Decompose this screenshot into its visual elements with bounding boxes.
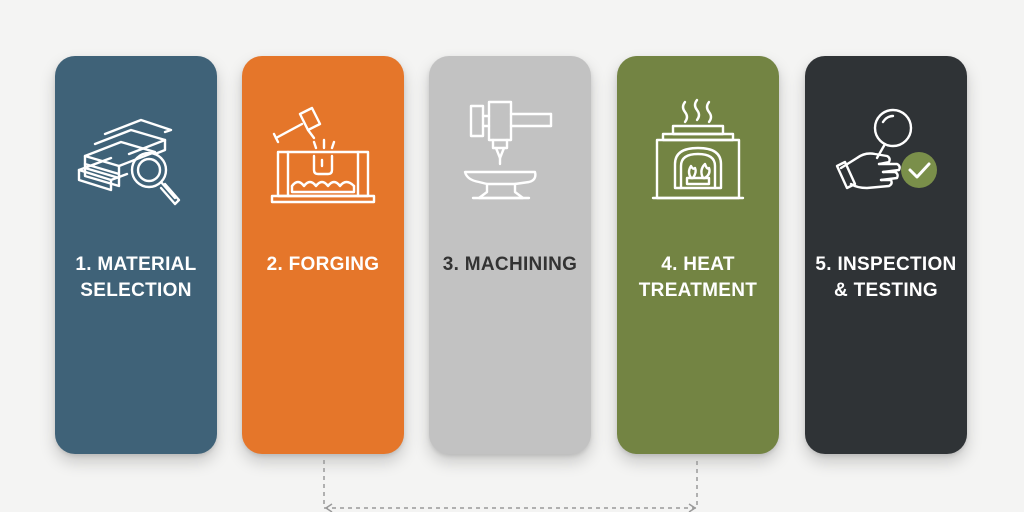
- forging-hammer-press-icon: [258, 94, 388, 214]
- step-card-material-selection: 1. MATERIAL SELECTION: [55, 56, 217, 454]
- step-label: 3. MACHINING: [429, 252, 591, 278]
- step-label: 2. FORGING: [242, 252, 404, 278]
- step-label-line1: 3. MACHINING: [442, 254, 578, 275]
- step-label-line1: 4. HEAT: [661, 254, 735, 275]
- step-label-line2: SELECTION: [80, 280, 192, 301]
- machining-lathe-anvil-icon: [445, 94, 575, 214]
- step-card-inspection-testing: 5. INSPECTION & TESTING: [805, 56, 967, 454]
- step-label-line2: & TESTING: [833, 280, 939, 301]
- step-label-line1: 2. FORGING: [266, 254, 380, 275]
- step-card-machining: 3. MACHINING: [429, 56, 591, 454]
- inspection-hand-magnifier-check-icon: [821, 94, 951, 214]
- step-label: 1. MATERIAL SELECTION: [55, 252, 217, 304]
- step-label-line1: 5. INSPECTION: [815, 254, 957, 275]
- step-label: 5. INSPECTION & TESTING: [805, 252, 967, 304]
- step-card-forging: 2. FORGING: [242, 56, 404, 454]
- step-label: 4. HEAT TREATMENT: [617, 252, 779, 304]
- step-label-line1: 1. MATERIAL: [75, 254, 197, 275]
- step-card-heat-treatment: 4. HEAT TREATMENT: [617, 56, 779, 454]
- heat-treatment-furnace-icon: [633, 94, 763, 214]
- material-stack-magnifier-icon: [71, 94, 201, 214]
- step-label-line2: TREATMENT: [638, 280, 758, 301]
